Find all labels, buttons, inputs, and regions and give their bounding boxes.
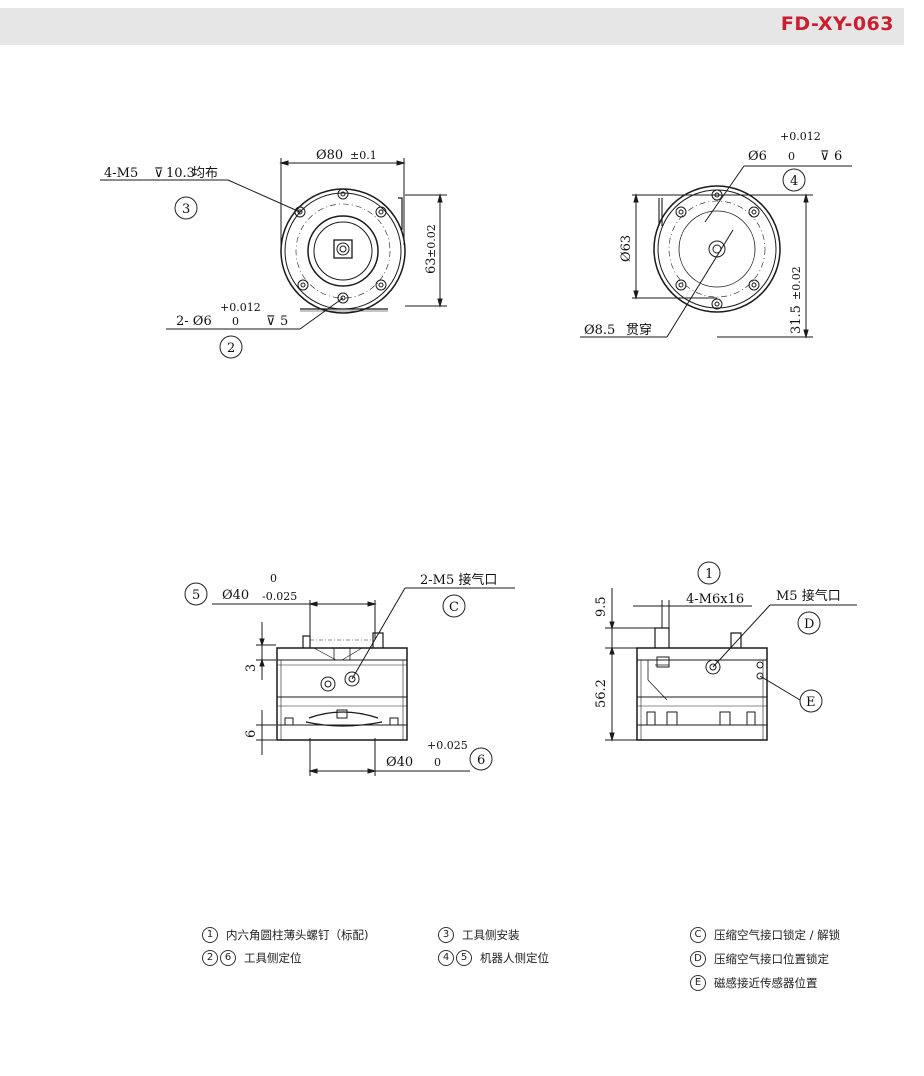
pin6-label: Ø6 [748, 149, 767, 164]
pin-spec-label: 2- Ø6 [176, 314, 212, 329]
dia40-bot-label: Ø40 [386, 755, 413, 770]
depth-symbol-icon: ⊽ [266, 314, 276, 329]
callout-3: 3 [182, 202, 190, 217]
legend-item-4-5: 4 5 机器人侧定位 [438, 950, 549, 966]
dia40-top-tol-low: -0.025 [262, 590, 297, 603]
callout-4: 4 [790, 174, 798, 189]
legend-mark: E [690, 975, 706, 991]
callout-e: E [806, 695, 816, 710]
header-bar: FD-XY-063 [0, 8, 904, 45]
pin6-depth: 6 [834, 149, 842, 164]
dim-3: 3 [244, 664, 259, 672]
legend-mark: 1 [202, 927, 218, 943]
pin6-tol-low: 0 [788, 150, 795, 163]
legend-mark: 6 [220, 950, 236, 966]
height562-label: 56.2 [594, 679, 609, 708]
screw-m6-label: 4-M6x16 [686, 592, 744, 607]
callout-c: C [449, 600, 459, 615]
legend-text: 压缩空气接口位置锁定 [714, 952, 829, 966]
dia40-bot-tol-low: 0 [434, 756, 441, 769]
hole-label: Ø8.5 [584, 323, 615, 338]
legend-mark: D [690, 951, 706, 967]
legend-item-2-6: 2 6 工具侧定位 [202, 950, 302, 966]
callout-5: 5 [192, 588, 200, 603]
port-label: 2-M5 接气口 [420, 572, 497, 588]
screw-note-label: 均布 [192, 166, 218, 181]
dia40-bot-tol-up: +0.025 [427, 739, 468, 752]
dia80-tol: ±0.1 [350, 149, 377, 162]
depth-symbol-icon: ⊽ [820, 149, 830, 164]
dia80-label: Ø80 [316, 148, 343, 163]
legend-item-e: E 磁感接近传感器位置 [690, 975, 818, 991]
bottom-right-view [605, 588, 857, 742]
legend-mark: 5 [456, 950, 472, 966]
dia40-top-label: Ø40 [222, 588, 249, 603]
top-left-view [100, 158, 447, 330]
callout-2: 2 [227, 341, 235, 356]
height63-label: 63 [424, 257, 439, 274]
legend-item-3: 3 工具侧安装 [438, 927, 520, 943]
pin-tol-up: +0.012 [220, 301, 261, 314]
legend-text: 内六角圆柱薄头螺钉（标配) [226, 928, 369, 942]
pin6-tol-up: +0.012 [780, 130, 821, 143]
legend-mark: 3 [438, 927, 454, 943]
top-right-view [580, 165, 852, 339]
legend-item-1: 1 内六角圆柱薄头螺钉（标配) [202, 927, 369, 943]
legend-mark: 2 [202, 950, 218, 966]
screw-depth-label: 10.3 [166, 166, 195, 181]
product-code: FD-XY-063 [780, 13, 894, 35]
pin-tol-low: 0 [232, 315, 239, 328]
legend-mark: 4 [438, 950, 454, 966]
legend-item-c: C 压缩空气接口锁定 / 解锁 [690, 927, 840, 943]
height315-label: 31.5 [789, 305, 804, 334]
dim-6: 6 [244, 730, 259, 738]
bottom-left-view [212, 587, 515, 776]
dia40-top-tol-up: 0 [270, 572, 277, 585]
screw-spec-label: 4-M5 [104, 166, 138, 181]
hole-note: 贯穿 [626, 322, 652, 338]
m5-port-label: M5 接气口 [776, 588, 841, 604]
pin-depth-label: 5 [280, 314, 288, 329]
legend-text: 磁感接近传感器位置 [714, 976, 818, 990]
dim-9-5: 9.5 [594, 596, 609, 617]
legend-text: 工具侧安装 [462, 928, 520, 942]
callout-1: 1 [705, 567, 713, 582]
legend-text: 工具侧定位 [244, 951, 302, 965]
legend-item-d: D 压缩空气接口位置锁定 [690, 951, 829, 967]
depth-symbol-icon: ⊽ [154, 166, 164, 181]
height315-tol: ±0.02 [790, 266, 803, 300]
legend-text: 压缩空气接口锁定 / 解锁 [714, 928, 841, 942]
callout-d: D [804, 617, 814, 632]
dia63-label: Ø63 [619, 235, 634, 262]
callout-6: 6 [477, 753, 485, 768]
height63-tol: ±0.02 [425, 224, 438, 258]
legend-text: 机器人侧定位 [480, 951, 549, 965]
legend-mark: C [690, 927, 706, 943]
